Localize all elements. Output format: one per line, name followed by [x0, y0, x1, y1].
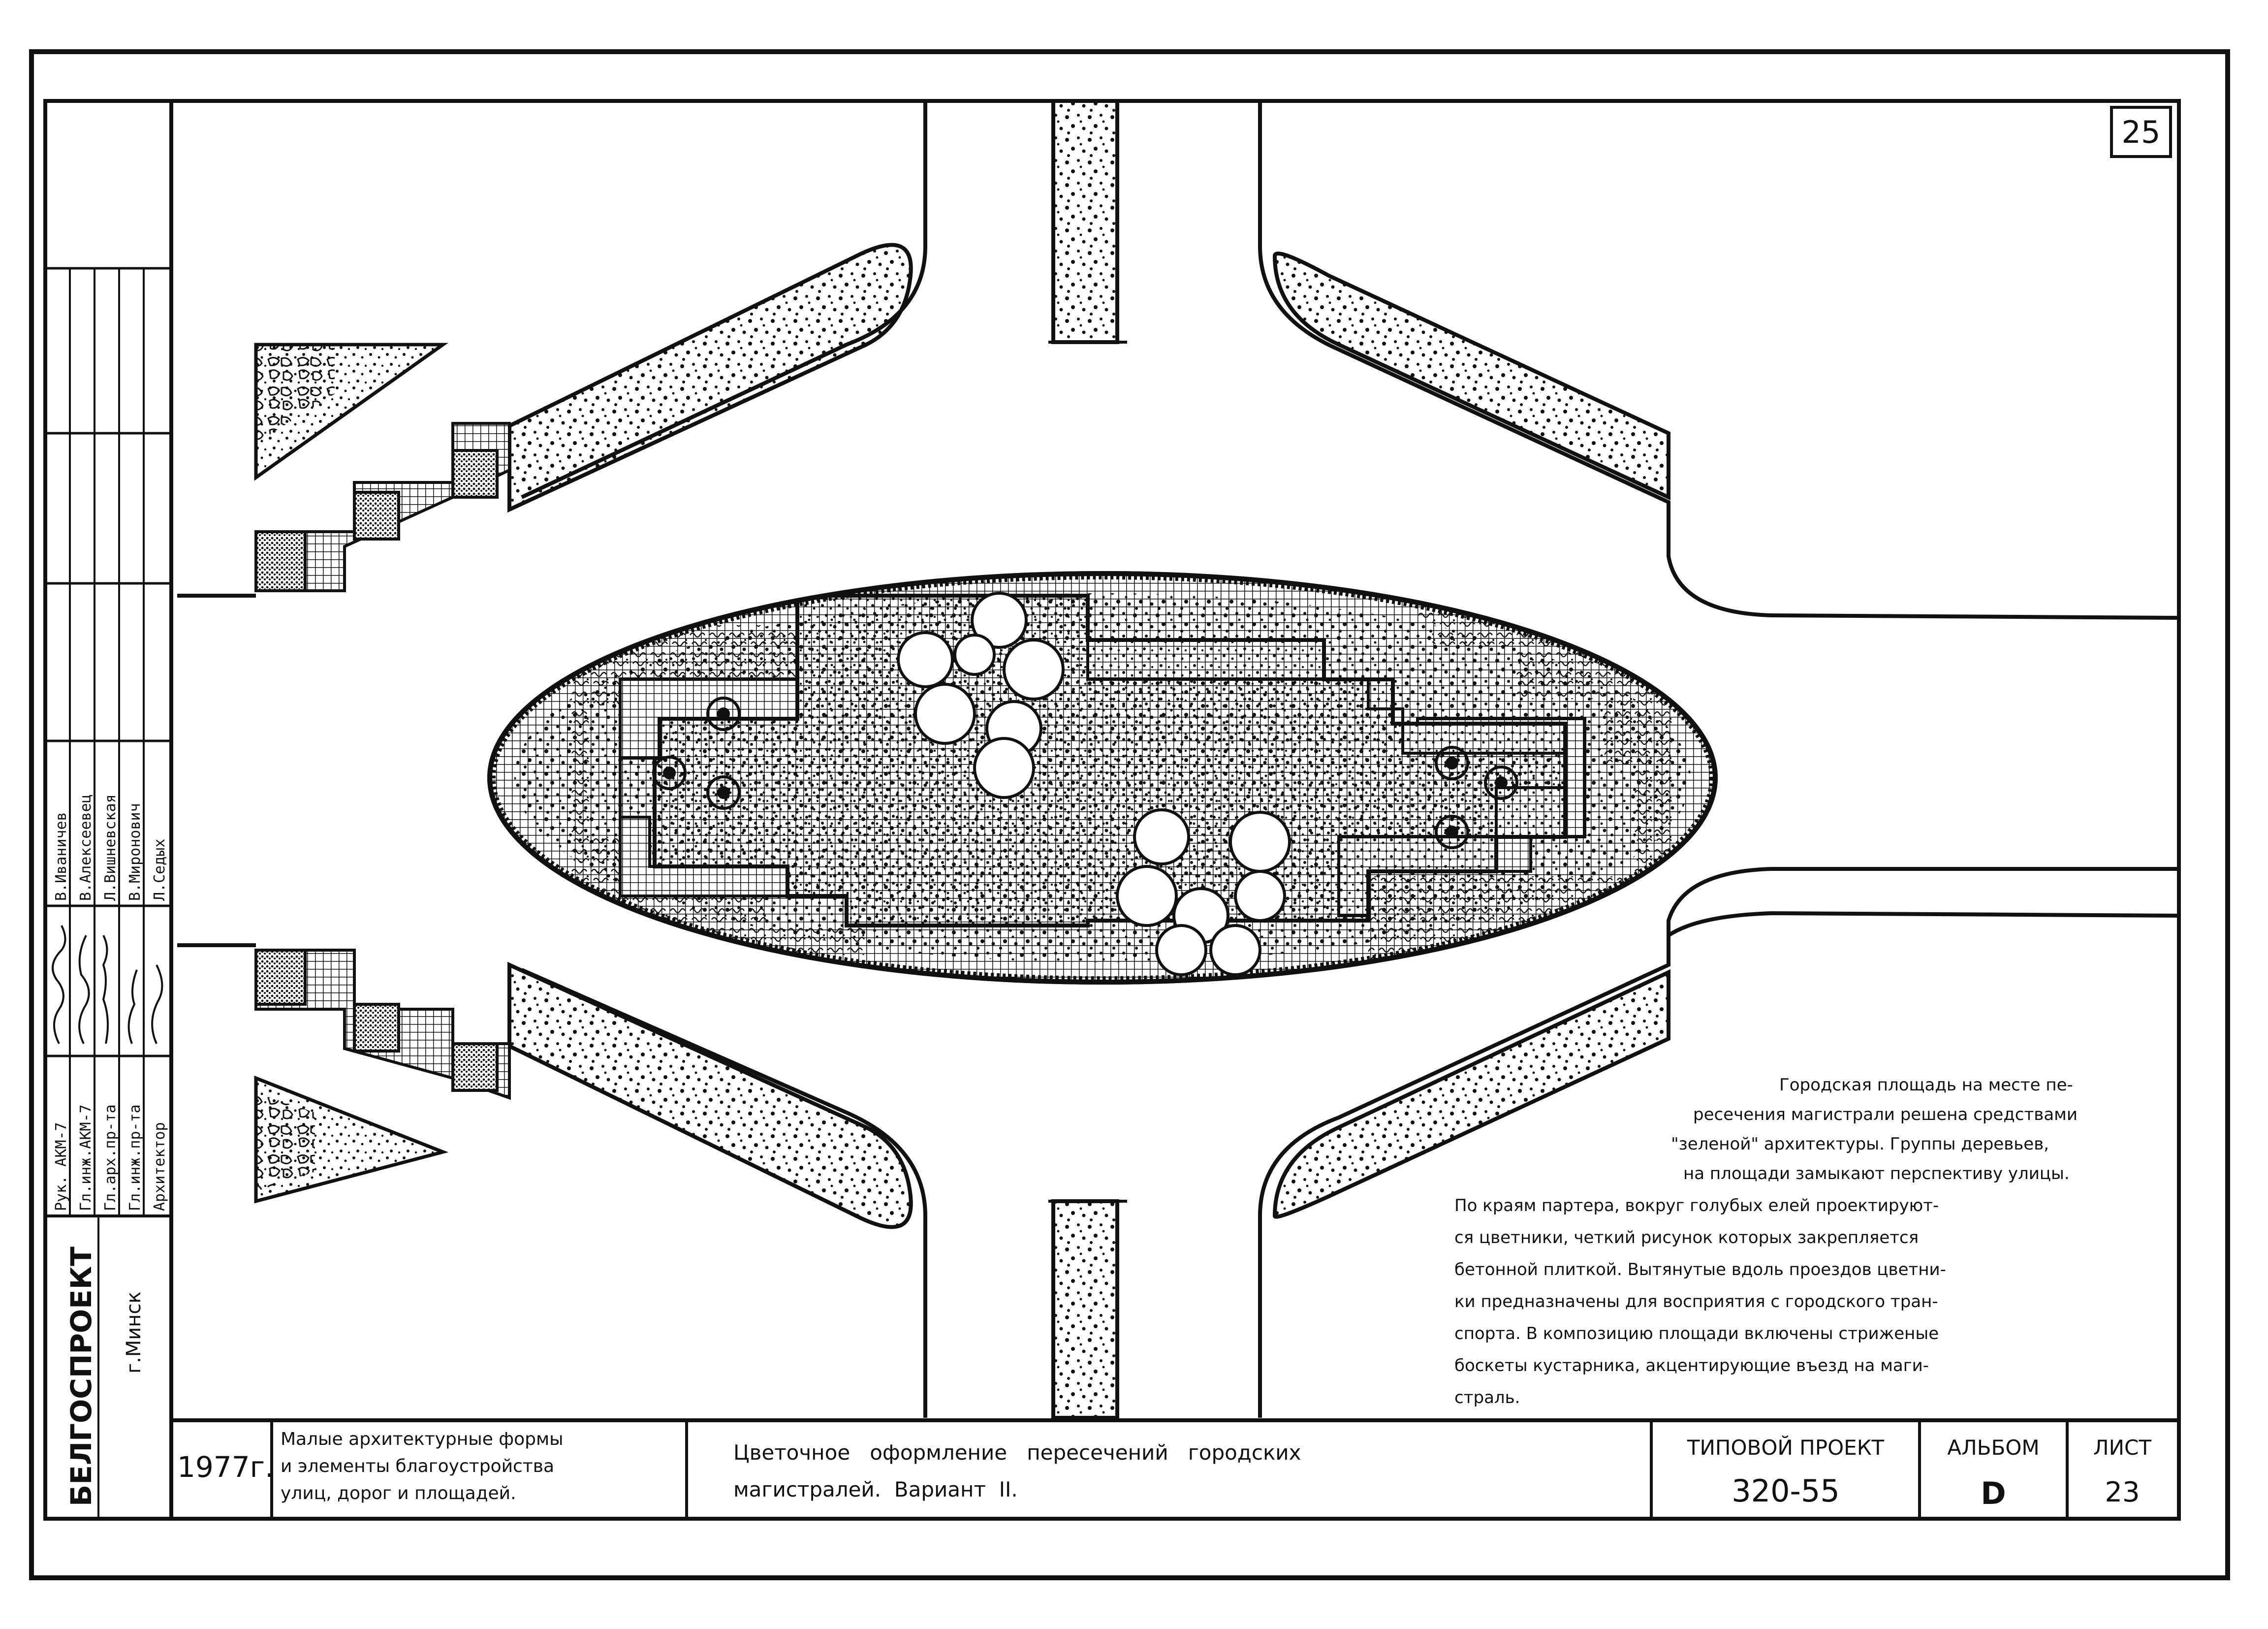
city: г.Минск	[123, 1291, 145, 1373]
description-line-8: спорта. В композицию площади включены ст…	[1454, 1324, 1939, 1343]
se-planting-strip	[1272, 969, 1670, 1219]
description-line-7: ки предназначены для восприятия с городс…	[1454, 1292, 1938, 1311]
staff-stamp: Рук. АКМ-7 Гл.инж.АКМ-7 Гл.арх.пр-та Гл.…	[45, 101, 173, 1519]
role-4: Архитектор	[151, 1122, 168, 1211]
name-0: В.Иваничев	[53, 812, 70, 901]
organization: БЕЛГОСПРОЕКТ	[64, 1246, 98, 1506]
name-2: Л.Вишневская	[102, 794, 119, 901]
role-3: Гл.инж.пр-та	[126, 1104, 144, 1211]
name-3: В.Миронович	[126, 803, 144, 901]
role-2: Гл.арх.пр-та	[102, 1104, 119, 1211]
tree-group-lower	[1116, 808, 1291, 976]
year: 1977г.	[177, 1450, 274, 1484]
drawing-title-line-0: Цветочное оформление пересечений городск…	[733, 1440, 1301, 1465]
sw-tile-beds	[254, 949, 511, 1100]
album-number: D	[1981, 1475, 2006, 1511]
description-line-1: ресечения магистрали решена средствами	[1693, 1105, 2078, 1124]
album-subject-line-1: и элементы благоустройства	[281, 1456, 554, 1476]
description-line-5: ся цветники, четкий рисунок которых закр…	[1454, 1228, 1919, 1247]
ne-planting-strip	[1272, 252, 1670, 501]
description-line-0: Городская площадь на месте пе-	[1779, 1075, 2073, 1095]
role-0: Рук. АКМ-7	[53, 1122, 70, 1211]
role-1: Гл.инж.АКМ-7	[77, 1104, 94, 1211]
tree-group-upper	[897, 592, 1065, 799]
south-median-strip	[1051, 1199, 1119, 1420]
name-1: В.Алексеевец	[77, 794, 94, 901]
page-number: 25	[2122, 114, 2161, 150]
name-4: Л.Седых	[151, 839, 168, 901]
drawing-title-line-1: магистралей. Вариант II.	[733, 1477, 1018, 1501]
central-oval-square	[487, 571, 1718, 985]
sw-planting-strip	[507, 961, 913, 1229]
north-median-strip	[1051, 99, 1119, 344]
nw-planting-strip	[507, 243, 913, 513]
nw-tile-beds	[254, 422, 511, 592]
signatures	[52, 925, 163, 1044]
description-line-4: По краям партера, вокруг голубых елей пр…	[1454, 1196, 1939, 1215]
page-number-box	[2110, 106, 2172, 158]
album-subject-line-0: Малые архитектурные формы	[281, 1429, 564, 1449]
description-line-9: боскеты кустарника, акцентирующие въезд …	[1454, 1356, 1929, 1375]
description-block: Городская площадь на месте пе- ресечения…	[1454, 1075, 2078, 1407]
description-line-6: бетонной плиткой. Вытянутые вдоль проезд…	[1454, 1260, 1946, 1279]
album-label: АЛЬБОМ	[1947, 1436, 2039, 1460]
project-number: 320-55	[1732, 1473, 1840, 1509]
spruce-markers	[652, 697, 1518, 849]
description-line-2: "зеленой" архитектуры. Группы деревьев,	[1671, 1134, 2049, 1154]
title-block: 1977г. Малые архитектурные формы и элеме…	[171, 1418, 2179, 1519]
sheet-label: ЛИСТ	[2093, 1436, 2151, 1460]
plan-drawing	[177, 99, 2179, 1420]
description-line-3: на площади замыкают перспективу улицы.	[1683, 1164, 2070, 1183]
sheet-outer-border	[29, 49, 2230, 1580]
album-subject-line-2: улиц, дорог и площадей.	[281, 1483, 516, 1503]
project-label: ТИПОВОЙ ПРОЕКТ	[1687, 1435, 1885, 1460]
sheet-number: 23	[2105, 1476, 2140, 1508]
description-line-10: страль.	[1454, 1388, 1520, 1407]
